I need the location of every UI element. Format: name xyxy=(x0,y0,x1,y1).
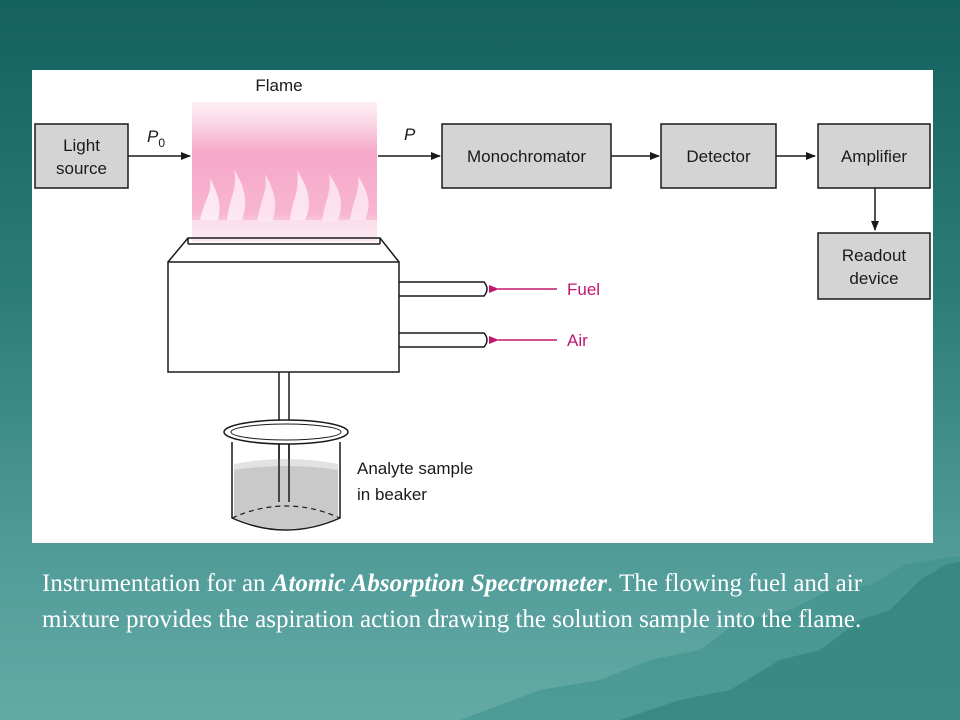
beaker xyxy=(223,419,349,531)
caption: Instrumentation for an Atomic Absorption… xyxy=(42,566,912,638)
light-source-label-line1: Light xyxy=(63,136,100,155)
sample-label-line1: Analyte sample xyxy=(357,459,473,478)
amplifier-label: Amplifier xyxy=(841,147,907,166)
air-label: Air xyxy=(567,331,588,350)
caption-part2: . The flowing fuel and air mixture provi… xyxy=(42,570,863,633)
readout-label-line2: device xyxy=(849,269,898,288)
monochromator-label: Monochromator xyxy=(467,147,586,166)
light-source-box xyxy=(34,123,129,189)
sample-label-line2: in beaker xyxy=(357,485,427,504)
light-source-label-line2: source xyxy=(56,159,107,178)
amplifier-box xyxy=(817,123,931,189)
fuel-label: Fuel xyxy=(567,280,600,299)
p-label: P xyxy=(404,125,416,144)
flame-label: Flame xyxy=(255,76,302,95)
readout-device-box xyxy=(817,232,931,300)
burner xyxy=(167,237,488,502)
detector-label: Detector xyxy=(686,147,751,166)
p0-label: P0 xyxy=(147,127,165,150)
caption-emphasis: Atomic Absorption Spectrometer xyxy=(271,570,608,597)
readout-label-line1: Readout xyxy=(842,246,907,265)
aas-diagram: Flame Light source P0 P Monochromator De… xyxy=(34,76,931,531)
caption-part1: Instrumentation for an xyxy=(42,570,272,597)
flame xyxy=(192,102,377,242)
diagram-panel: Flame Light source P0 P Monochromator De… xyxy=(32,70,933,543)
